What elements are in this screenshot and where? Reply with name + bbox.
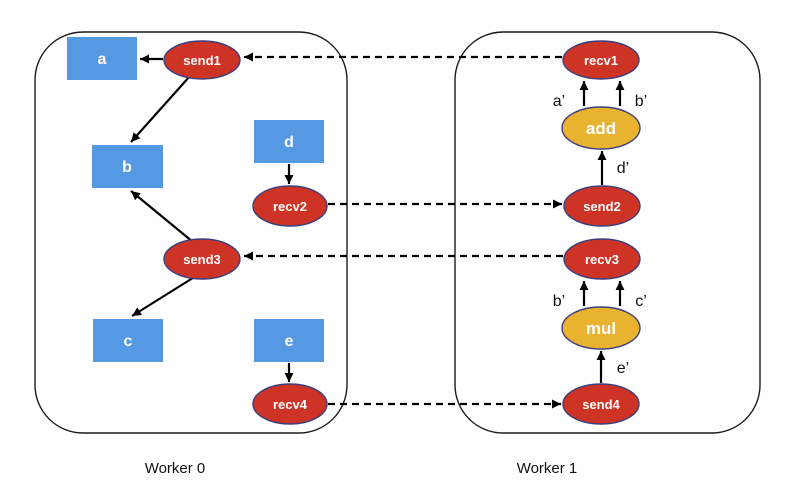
node-recv2-label: recv2 — [273, 199, 307, 214]
node-c-label: c — [124, 333, 133, 350]
node-a-label: a — [98, 51, 107, 68]
node-add: add — [561, 106, 641, 150]
node-a-rect — [67, 37, 137, 80]
node-recv4-ellipse — [252, 383, 328, 425]
node-mul-label: mul — [586, 319, 616, 338]
node-recv1-ellipse — [562, 40, 640, 80]
node-e-label: e — [285, 333, 294, 350]
worker1-container — [454, 31, 761, 434]
node-b-label: b — [122, 159, 132, 176]
worker0-container — [34, 31, 348, 434]
node-send1: send1 — [163, 40, 241, 80]
node-d-label: d — [284, 134, 294, 151]
node-recv3-ellipse — [563, 238, 641, 280]
node-send4-label: send4 — [582, 397, 620, 412]
edge-label-e-prime: e’ — [617, 360, 629, 377]
node-send1-label: send1 — [183, 53, 221, 68]
node-recv4: recv4 — [252, 383, 328, 425]
node-send4: send4 — [562, 383, 640, 425]
node-recv4-label: recv4 — [273, 397, 308, 412]
node-add-label: add — [586, 119, 616, 138]
node-c: c — [93, 319, 163, 362]
node-mul: mul — [561, 306, 641, 350]
node-send4-ellipse — [562, 383, 640, 425]
node-recv3-label: recv3 — [585, 252, 619, 267]
node-e-rect — [254, 319, 324, 362]
worker1-caption: Worker 1 — [517, 460, 578, 477]
node-recv1-label: recv1 — [584, 53, 618, 68]
node-b: b — [92, 145, 163, 188]
edge-label-b-prime-top: b’ — [635, 93, 647, 110]
node-a: a — [67, 37, 137, 80]
edge-send1-b — [130, 75, 191, 143]
node-recv1: recv1 — [562, 40, 640, 80]
node-send3-ellipse — [163, 238, 241, 280]
edge-send3-b — [130, 190, 194, 243]
node-send2-ellipse — [563, 185, 641, 227]
node-d: d — [254, 120, 324, 163]
edge-label-c-prime: c’ — [635, 293, 647, 310]
node-b-rect — [92, 145, 163, 188]
worker0-caption: Worker 0 — [145, 460, 206, 477]
node-e: e — [254, 319, 324, 362]
node-send1-ellipse — [163, 40, 241, 80]
edge-label-a-prime: a’ — [553, 93, 565, 110]
edge-send3-c — [131, 275, 197, 317]
edge-label-b-prime-mid: b’ — [553, 293, 565, 310]
node-c-rect — [93, 319, 163, 362]
node-send2: send2 — [563, 185, 641, 227]
node-add-ellipse — [561, 106, 641, 150]
node-send3: send3 — [163, 238, 241, 280]
edge-label-d-prime: d’ — [617, 160, 629, 177]
node-recv3: recv3 — [563, 238, 641, 280]
node-mul-ellipse — [561, 306, 641, 350]
node-send3-label: send3 — [183, 252, 221, 267]
node-recv2-ellipse — [252, 185, 328, 227]
node-send2-label: send2 — [583, 199, 621, 214]
node-d-rect — [254, 120, 324, 163]
node-recv2: recv2 — [252, 185, 328, 227]
